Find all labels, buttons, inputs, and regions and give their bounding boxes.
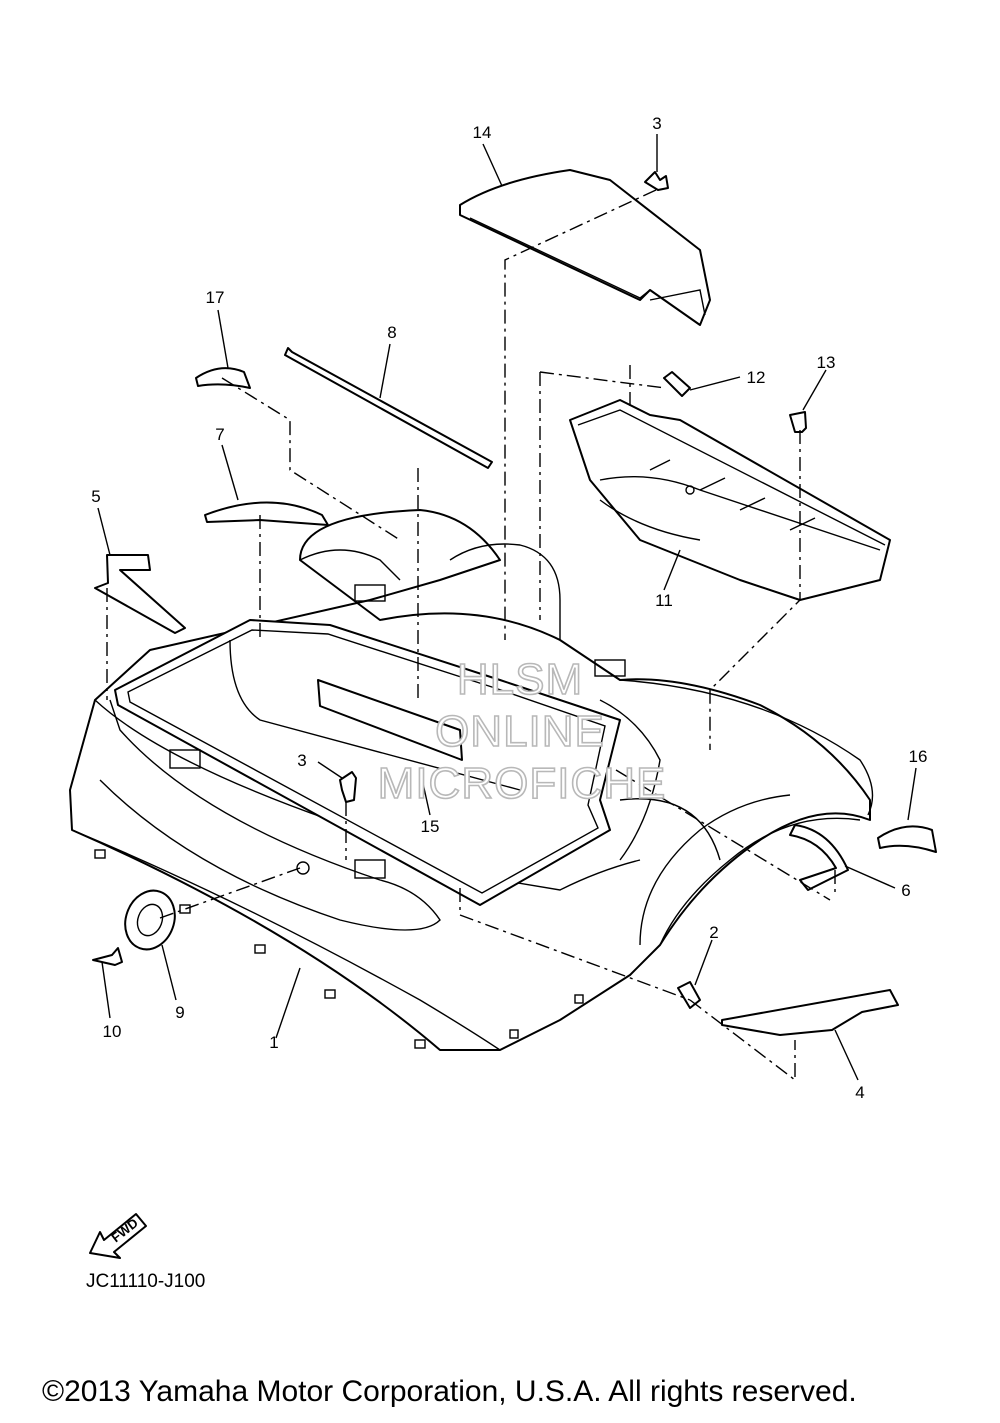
clip-part-12 xyxy=(663,371,691,397)
watermark-line-3: MICROFICHE xyxy=(378,759,667,808)
pad-part-16 xyxy=(877,825,937,853)
callout-10: 10 xyxy=(103,1022,122,1041)
leader-lines xyxy=(97,134,917,1081)
diagram-code: JC11110-J100 xyxy=(86,1271,205,1292)
pad-part-4 xyxy=(721,989,899,1036)
fwd-arrow-icon: FWD xyxy=(89,1213,147,1259)
screw-part-10 xyxy=(92,947,123,966)
body-panel-part-1 xyxy=(69,509,874,1051)
strip-part-8 xyxy=(284,347,493,469)
clip-part-3-lower xyxy=(339,771,357,803)
callout-9: 9 xyxy=(175,1003,184,1022)
bolt-part-13 xyxy=(789,411,807,433)
callout-14: 14 xyxy=(473,123,492,142)
callout-17: 17 xyxy=(206,288,225,307)
callout-1: 1 xyxy=(269,1033,278,1052)
lid-part-14 xyxy=(459,169,711,326)
clip-part-3-top xyxy=(644,171,669,191)
callout-16: 16 xyxy=(909,747,928,766)
callout-2: 2 xyxy=(709,923,718,942)
callout-4: 4 xyxy=(855,1083,864,1102)
copyright-text: ©2013 Yamaha Motor Corporation, U.S.A. A… xyxy=(42,1375,857,1408)
pad-part-5 xyxy=(94,554,186,634)
callout-11: 11 xyxy=(655,591,673,610)
pad-part-7 xyxy=(204,501,329,526)
callout-3-top: 3 xyxy=(652,114,661,133)
clip-part-2 xyxy=(677,981,701,1009)
callout-7: 7 xyxy=(215,425,224,444)
tray-part-11 xyxy=(569,399,891,601)
callout-3-lower: 3 xyxy=(297,751,306,770)
pad-part-6 xyxy=(789,824,849,891)
callout-8: 8 xyxy=(387,323,396,342)
callout-6: 6 xyxy=(901,881,910,900)
watermark-line-1: HLSM xyxy=(457,655,583,704)
callout-12: 12 xyxy=(747,368,766,387)
watermark: HLSM ONLINE MICROFICHE xyxy=(377,654,667,809)
callout-5: 5 xyxy=(91,487,100,506)
callout-13: 13 xyxy=(817,353,836,372)
label-part-15 xyxy=(317,679,463,761)
watermark-line-2: ONLINE xyxy=(435,707,605,756)
cap-part-9 xyxy=(124,889,176,951)
callout-15: 15 xyxy=(421,817,440,836)
